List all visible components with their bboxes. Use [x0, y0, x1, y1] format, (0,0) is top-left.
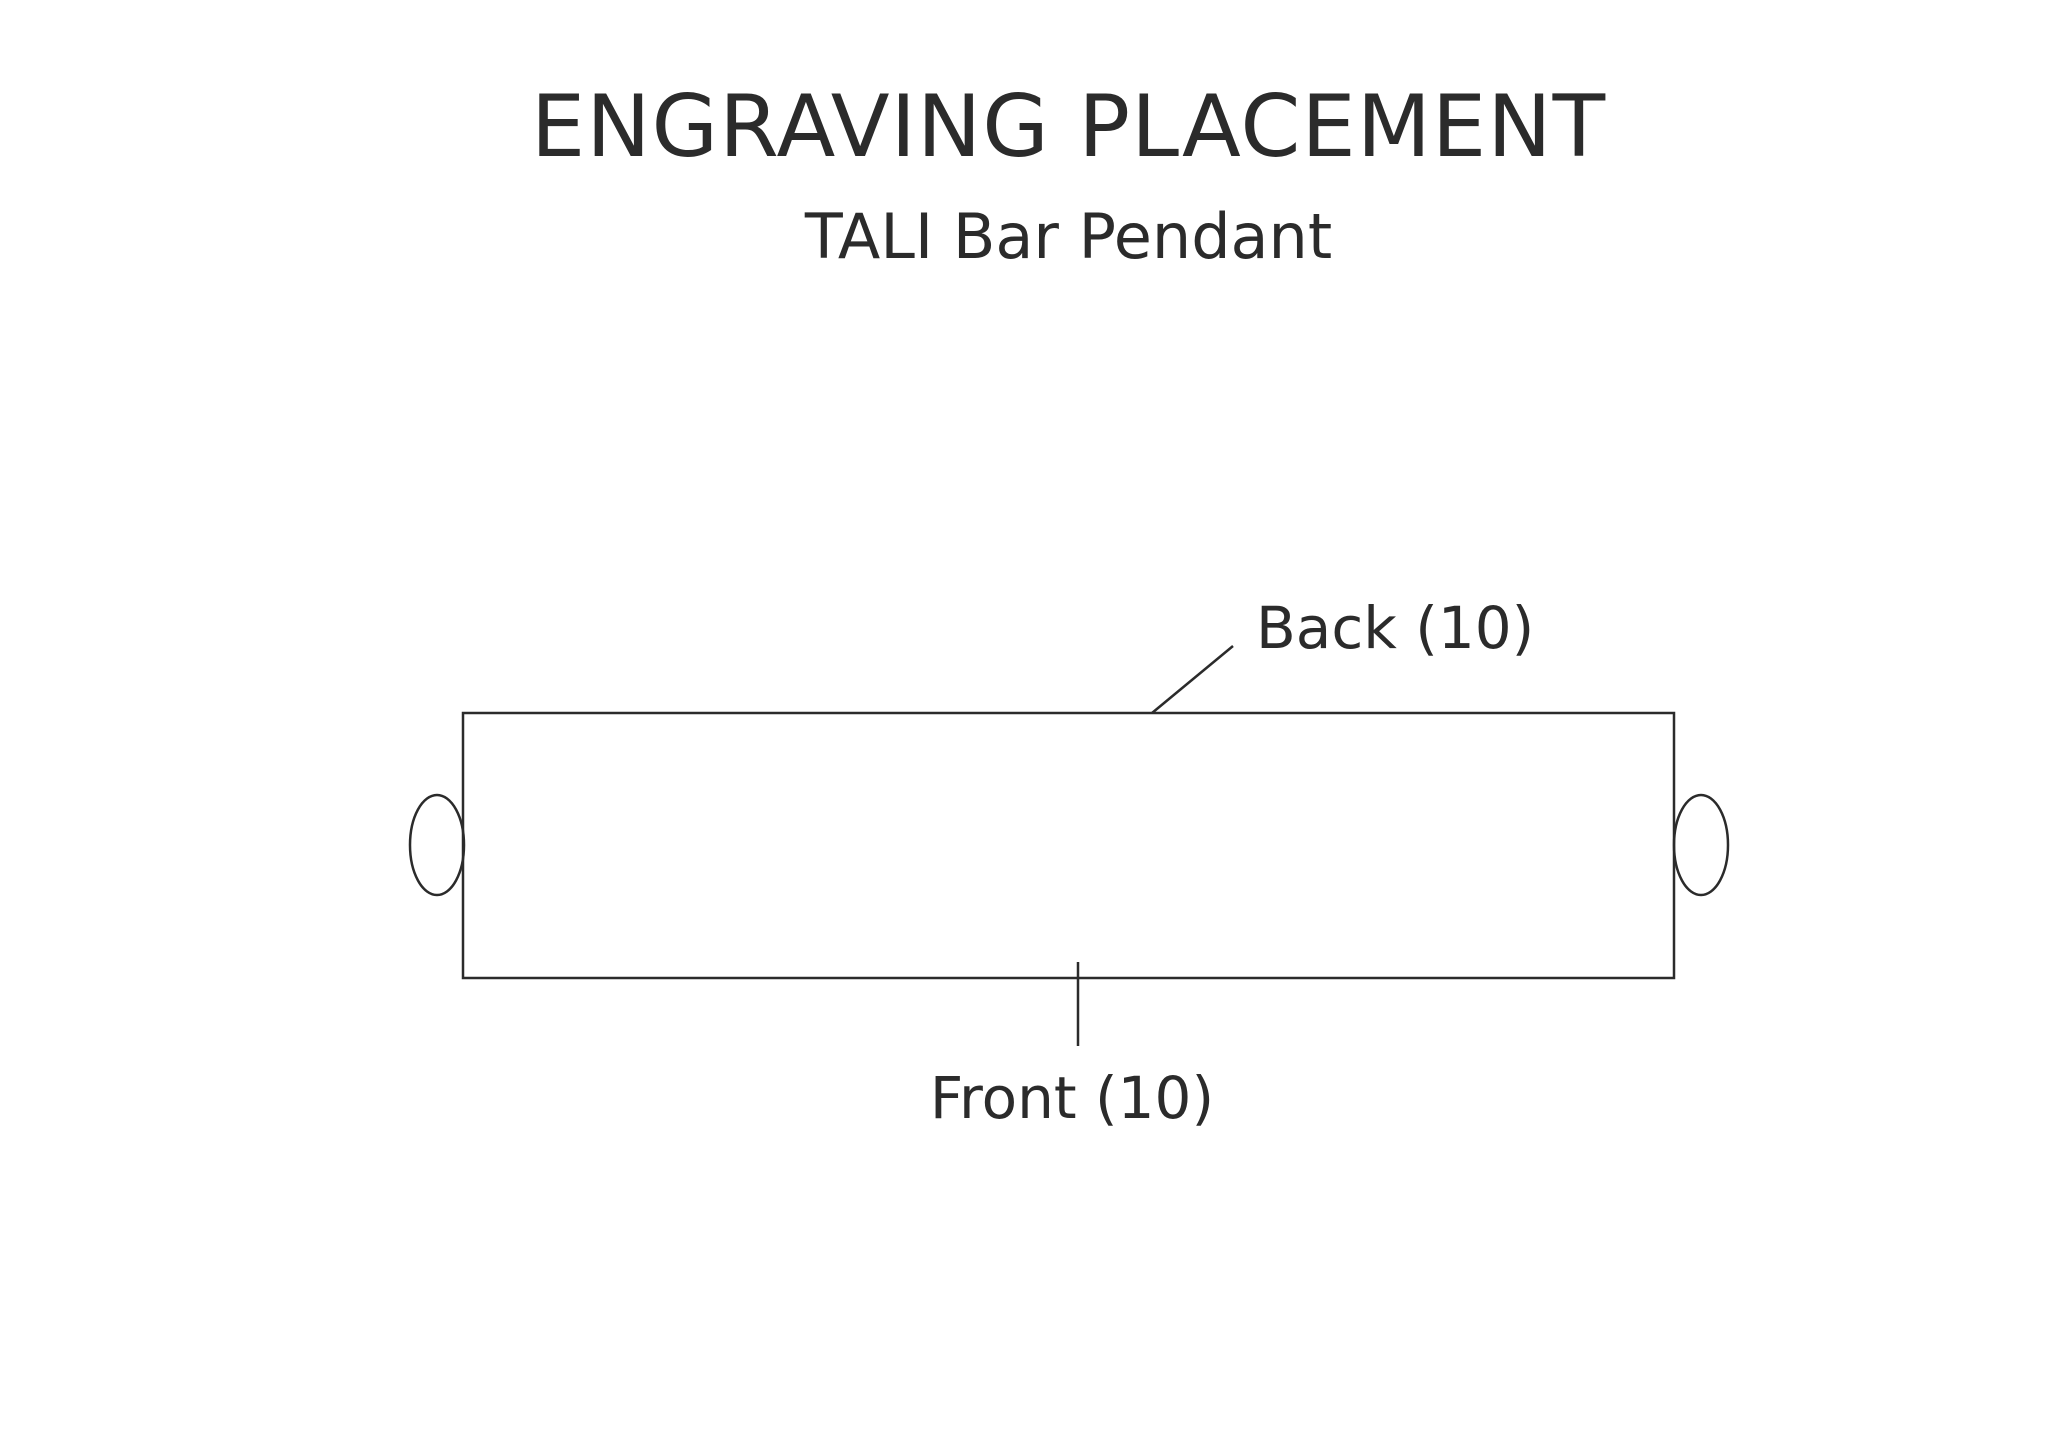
left-loop — [408, 793, 466, 897]
page-subtitle: TALI Bar Pendant — [804, 200, 1333, 273]
front-label: Front (10) — [930, 1064, 1214, 1132]
right-loop — [1672, 793, 1730, 897]
back-leader-line — [1151, 645, 1234, 714]
bar-pendant-body — [461, 711, 1676, 980]
back-label: Back (10) — [1256, 594, 1534, 662]
page-title: ENGRAVING PLACEMENT — [530, 77, 1607, 177]
